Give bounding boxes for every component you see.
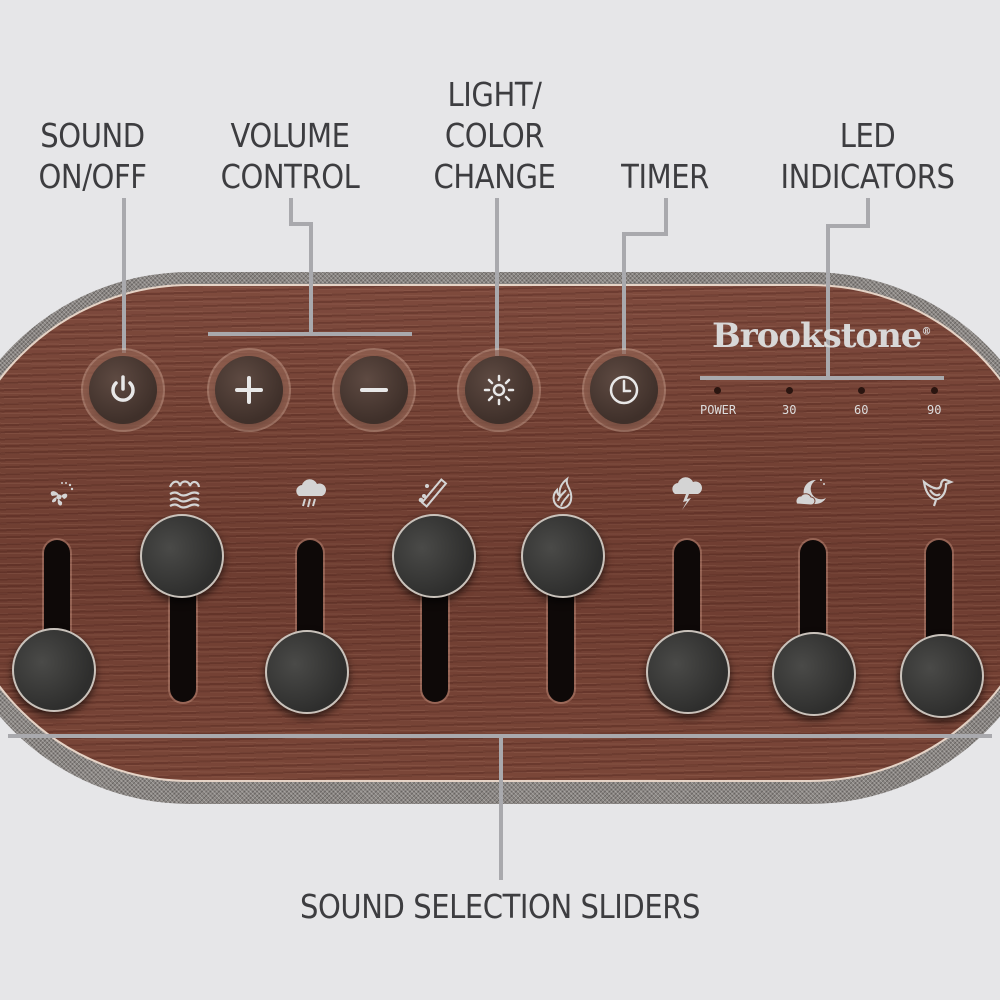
led-power <box>714 387 721 394</box>
power-icon <box>111 375 135 402</box>
led-label-90: 90 <box>927 403 942 417</box>
led-30 <box>786 387 793 394</box>
leader-volume <box>309 222 313 332</box>
power-button[interactable] <box>89 356 157 424</box>
leader-led-jog <box>826 224 870 228</box>
rain-cloud-icon <box>296 479 326 508</box>
fan-icon <box>50 482 74 506</box>
leader-timer-jog <box>622 232 668 236</box>
slider-knob-thunder[interactable] <box>646 630 730 714</box>
led-label-power: POWER <box>700 403 737 417</box>
leader-timer <box>622 232 626 354</box>
flame-icon <box>552 476 573 510</box>
moon-cloud-icon <box>795 479 826 506</box>
bird-icon <box>922 478 954 507</box>
clock-icon <box>609 375 639 405</box>
leader-volume-top <box>289 198 293 224</box>
volume-up-button[interactable] <box>215 356 283 424</box>
leader-led <box>826 224 830 376</box>
led-60 <box>858 387 865 394</box>
leader-sound-on-off <box>122 198 126 353</box>
timer-button[interactable] <box>590 356 658 424</box>
label-timer: TIMER <box>621 157 709 196</box>
label-led-indicators: LED INDICATORS <box>780 116 955 196</box>
label-sound-selection-sliders: SOUND SELECTION SLIDERS <box>300 887 700 926</box>
slider-knob-night[interactable] <box>772 632 856 716</box>
slider-knob-fire[interactable] <box>521 514 605 598</box>
slider-knob-birds[interactable] <box>900 634 984 718</box>
slider-knob-rain[interactable] <box>265 630 349 714</box>
led-label-30: 30 <box>782 403 797 417</box>
label-light-color-change: LIGHT/ COLOR CHANGE <box>433 75 556 196</box>
slider-knob-ocean[interactable] <box>140 514 224 598</box>
brand-logo: Brookstone® <box>712 316 931 356</box>
slider-knob-music[interactable] <box>392 514 476 598</box>
label-sound-on-off: SOUND ON/OFF <box>38 116 147 196</box>
flute-icon <box>418 478 448 508</box>
leader-timer-top <box>664 198 668 234</box>
led-label-60: 60 <box>854 403 869 417</box>
leader-light <box>495 198 499 356</box>
leader-led-top <box>866 198 870 226</box>
light-color-button[interactable] <box>465 356 533 424</box>
led-90 <box>931 387 938 394</box>
leader-led-bar <box>700 376 944 380</box>
thunder-cloud-icon <box>672 477 702 510</box>
minus-icon <box>360 388 388 392</box>
leader-sliders <box>499 734 503 880</box>
leader-volume-bar <box>208 332 412 336</box>
volume-down-button[interactable] <box>340 356 408 424</box>
slider-knob-fan[interactable] <box>12 628 96 712</box>
waves-icon <box>168 480 201 509</box>
plus-icon <box>235 376 263 404</box>
label-volume-control: VOLUME CONTROL <box>220 116 360 196</box>
leader-volume-jog <box>289 222 311 226</box>
sun-icon <box>483 374 515 406</box>
